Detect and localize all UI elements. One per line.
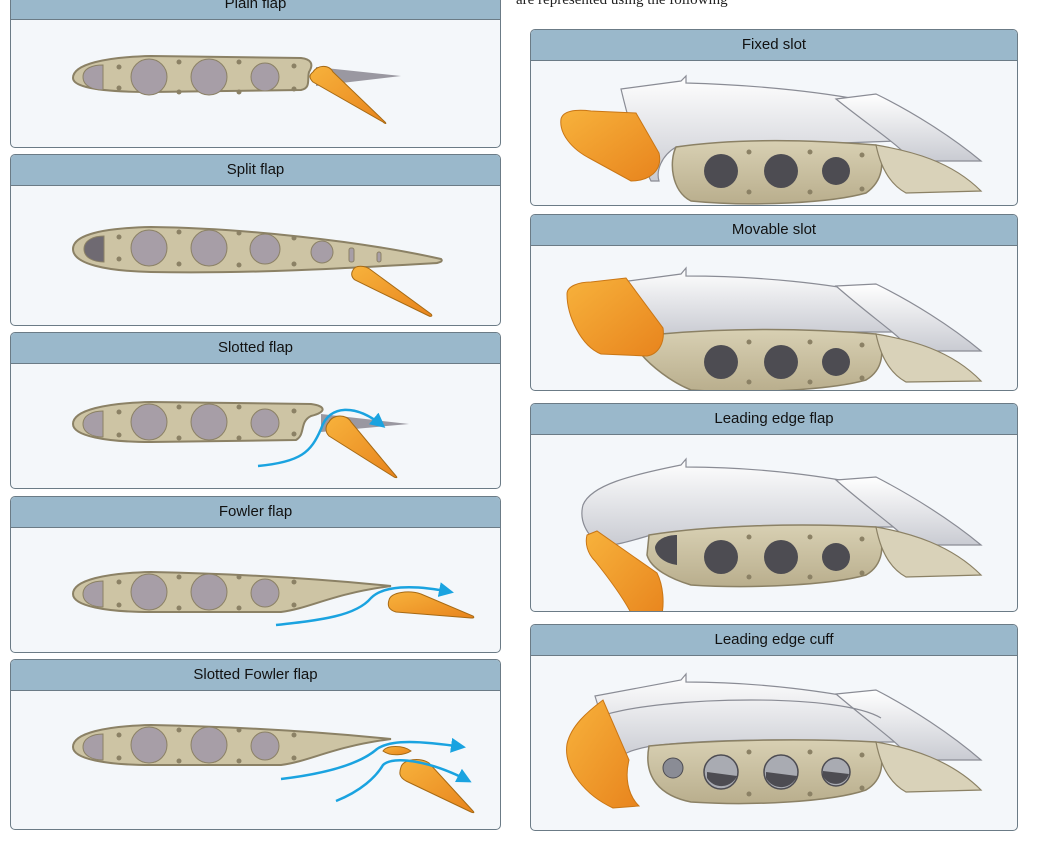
fowler-flap-diagram (71, 570, 475, 627)
trailing-rib (875, 333, 983, 383)
panel-title: Fixed slot (531, 30, 1017, 61)
panel-leading-edge-cuff: Leading edge cuff (530, 624, 1018, 831)
panel-title: Leading edge flap (531, 404, 1017, 435)
panel-title: Split flap (11, 155, 500, 186)
rib-hole (764, 540, 798, 574)
rib-hole (822, 157, 850, 185)
leading-edge-flap (585, 530, 664, 611)
vane (382, 746, 412, 756)
airfoil (71, 225, 443, 274)
trailing-rib (875, 526, 983, 578)
airflow-arrow (275, 582, 454, 627)
slotted-flap (325, 415, 398, 479)
rib-hole (704, 345, 738, 379)
slotted-fowler-flap (399, 759, 475, 814)
panel-title: Slotted flap (11, 333, 500, 364)
trailing-skin (834, 93, 983, 162)
movable-slat (566, 277, 664, 357)
slotted-flap-diagram (71, 400, 409, 479)
cuff-rib-holes (662, 754, 851, 790)
panel-fowler-flap: Fowler flap (10, 496, 501, 653)
panel-title: Movable slot (531, 215, 1017, 246)
nose-cavity (655, 535, 677, 565)
deflected-flap (309, 65, 387, 124)
rib (639, 328, 883, 390)
movable-slot-diagram (566, 266, 983, 390)
rib-hole (764, 345, 798, 379)
panel-title: Slotted Fowler flap (11, 660, 500, 691)
rib-hole (822, 543, 850, 571)
plain-flap-diagram (71, 54, 401, 124)
leading-edge-cuff (566, 699, 641, 809)
slotted-fowler-flap-diagram (71, 723, 475, 814)
fowler-flap (387, 591, 475, 619)
airflow-arrow-lower (335, 759, 472, 803)
airfoil (71, 54, 313, 96)
rib-hole (704, 540, 738, 574)
rib-hole (764, 154, 798, 188)
fixed-slot-diagram (560, 74, 983, 205)
top-caption: are represented using the following (516, 0, 728, 8)
rib-hole (822, 348, 850, 376)
panel-movable-slot: Movable slot (530, 214, 1018, 391)
panel-title: Fowler flap (11, 497, 500, 528)
airfoil (71, 723, 392, 766)
airfoil (71, 570, 392, 613)
panel-plain-flap: Plain flap (10, 0, 501, 148)
leading-edge-flap-diagram (581, 457, 983, 611)
panel-title: Leading edge cuff (531, 625, 1017, 656)
trailing-rib (875, 144, 983, 194)
rib-hole (704, 154, 738, 188)
panel-fixed-slot: Fixed slot (530, 29, 1018, 206)
airflow-arrow-upper (280, 737, 466, 781)
trailing-skin (834, 283, 983, 352)
panel-slotted-fowler-flap: Slotted Fowler flap (10, 659, 501, 830)
airflow-arrow (257, 408, 386, 468)
trailing-skin (834, 476, 983, 546)
panel-leading-edge-flap: Leading edge flap (530, 403, 1018, 612)
panel-slotted-flap: Slotted flap (10, 332, 501, 489)
trailing-rib (875, 741, 983, 793)
cuff-skin (600, 699, 882, 719)
leading-edge-cuff-diagram (566, 672, 983, 809)
trailing-skin (834, 689, 983, 761)
split-flap-diagram (71, 225, 443, 317)
airfoil (71, 400, 324, 444)
panel-title: Plain flap (11, 0, 500, 20)
panel-split-flap: Split flap (10, 154, 501, 326)
slat (560, 109, 661, 182)
split-flap (351, 265, 433, 317)
